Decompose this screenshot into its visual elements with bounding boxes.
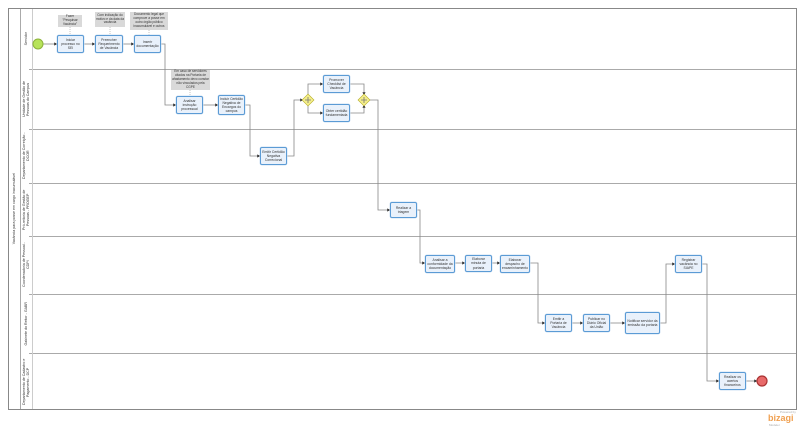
- task[interactable]: Promover Checklist de Vacância: [323, 75, 350, 93]
- end-event: [756, 375, 768, 387]
- annotation: Com indicação do motivo e da data da vac…: [95, 12, 125, 27]
- bizagi-logo: bizagi: [768, 413, 794, 423]
- lane-gabr: [29, 294, 796, 353]
- parallel-gateway-split: [301, 93, 315, 107]
- task[interactable]: Registrar vacância no SIAPE: [675, 255, 702, 273]
- lane-progep: [29, 183, 796, 236]
- task[interactable]: Emitir a Portaria de Vacância: [545, 314, 572, 332]
- task[interactable]: Analisar a conformidade da documentação: [425, 255, 455, 273]
- task[interactable]: Analisar instrução processual: [176, 96, 203, 114]
- powered-by: Powered by: [780, 409, 796, 414]
- task[interactable]: Realizar a triagem: [390, 202, 417, 218]
- task-send[interactable]: Notificar servidor da emissão da portari…: [625, 312, 660, 334]
- lane-unidade: [29, 69, 796, 129]
- task[interactable]: Obter certidão fundamentada: [323, 104, 350, 122]
- annotation: Documento legal que comprove a posse em …: [130, 12, 168, 30]
- task[interactable]: Preencher Requerimento de Vacância: [95, 35, 123, 53]
- lane-dcp: [29, 353, 796, 410]
- parallel-gateway-join: [357, 93, 371, 107]
- lane-dcor: [29, 129, 796, 183]
- task[interactable]: Publicar no Diário Oficial da União: [583, 314, 610, 332]
- pool: Vacância para posse em cargo inacumuláve…: [8, 8, 797, 410]
- logo-sub: Modeler: [769, 423, 780, 427]
- lane-cdpi: [29, 236, 796, 294]
- task[interactable]: Elaborar despacho de encaminhamento: [500, 255, 530, 273]
- task[interactable]: Incluir Certidão Negativa de Encargos do…: [218, 95, 245, 115]
- task[interactable]: Inserir documentação: [134, 35, 161, 53]
- pool-title: Vacância para posse em cargo inacumuláve…: [9, 9, 21, 409]
- task[interactable]: Elaborar minuta de portaria: [465, 255, 492, 272]
- task[interactable]: Iniciar processo no SEI: [57, 35, 84, 53]
- task[interactable]: Emitir Certidão Negativa Correcional: [260, 147, 287, 165]
- annotation: Fazer "Pesquisar Vacância": [58, 14, 82, 27]
- task[interactable]: Realizar os acertos financeiros: [719, 372, 746, 390]
- start-event: [32, 38, 44, 50]
- annotation: Em caso de servidores citados na Portari…: [171, 69, 210, 90]
